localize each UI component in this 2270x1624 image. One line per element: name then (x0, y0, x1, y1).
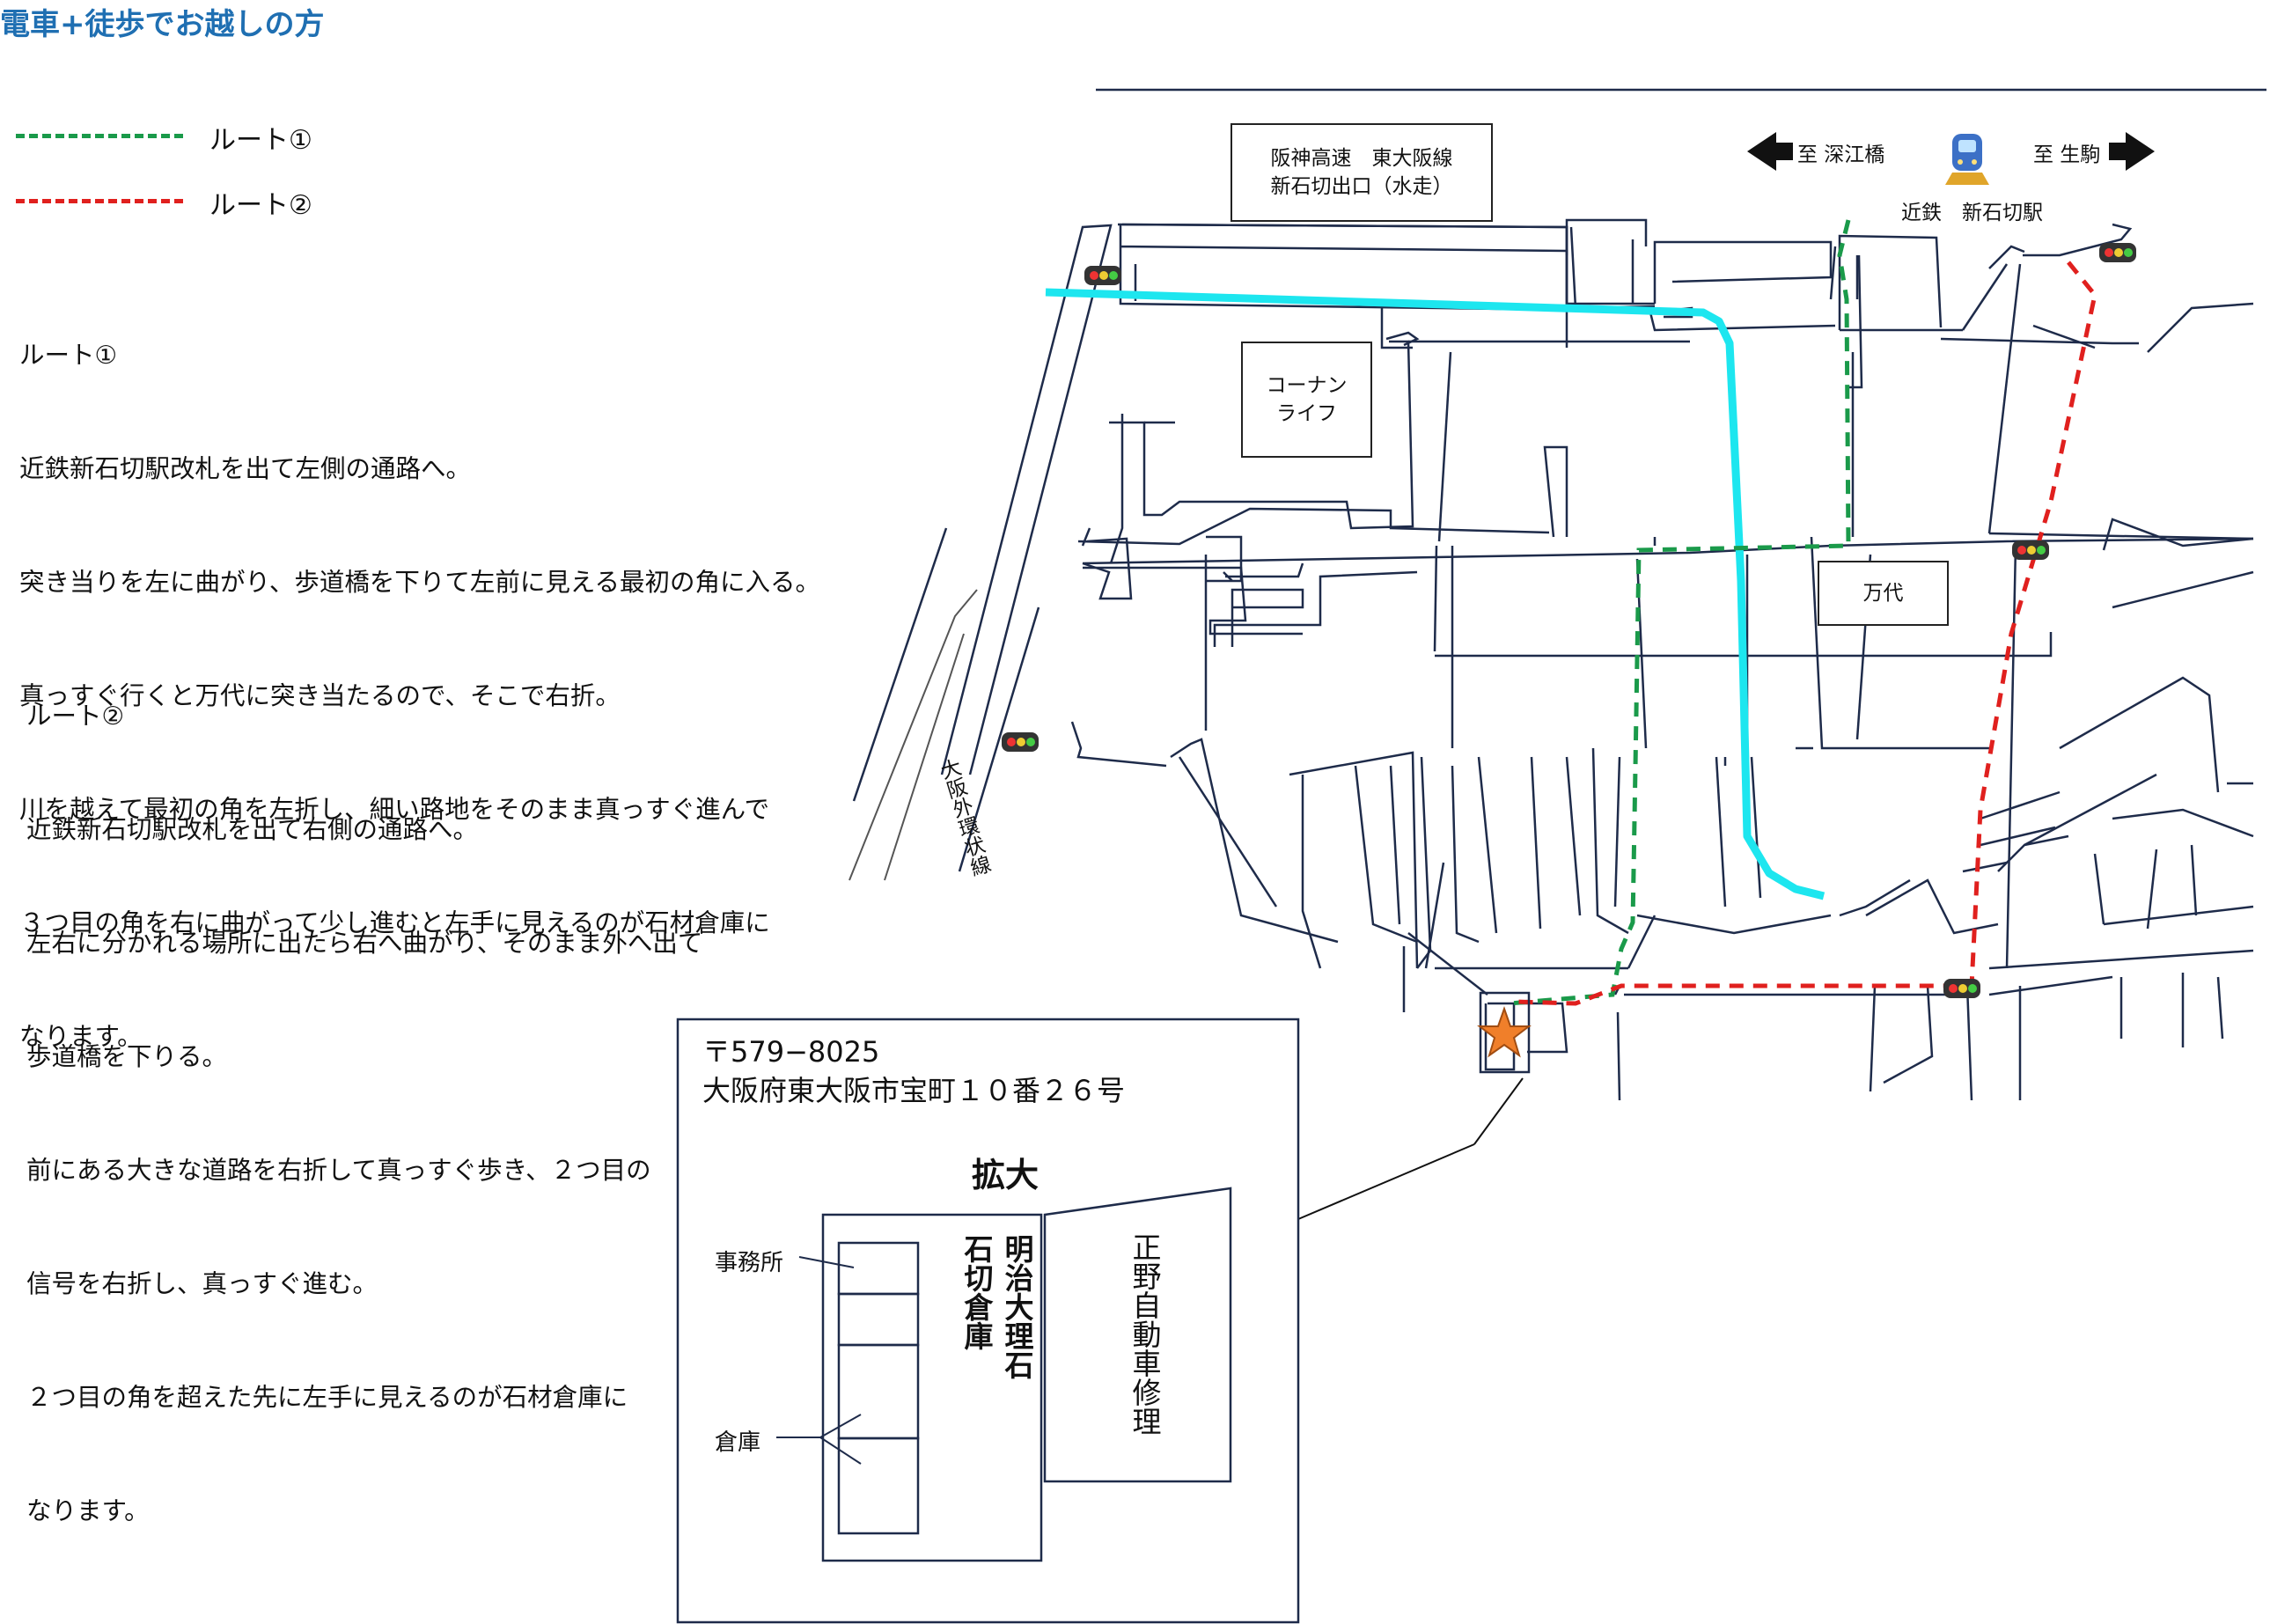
office-leader-line (798, 1256, 855, 1268)
callout-line (1297, 1143, 1475, 1220)
route1-heading: ルート① (19, 341, 118, 370)
route2-path (1513, 261, 2097, 1006)
route1-line: 川を越えて最初の角を左折し、細い路地をそのまま真っすぐ進んで (19, 795, 770, 824)
route1-line: なります。 (19, 1022, 143, 1051)
highway-exit-label: 阪神高速 東大阪線 新石切出口（水走） (1231, 123, 1493, 222)
warehouse-leader-line (819, 1437, 862, 1465)
konan-life-label: コーナン ライフ (1241, 342, 1372, 458)
warehouse-label: 倉庫 (715, 1429, 761, 1456)
destination-lot (1479, 991, 1531, 1074)
callout-line (1473, 1077, 1524, 1145)
route2-line: 前にある大きな道路を右折して真っすぐ歩き、２つ目の (26, 1156, 651, 1185)
traffic-light-icon (2012, 540, 2049, 560)
route1-line: 近鉄新石切駅改札を出て左側の通路へ。 (19, 454, 472, 483)
office-label: 事務所 (715, 1250, 784, 1276)
traffic-light-icon (1084, 266, 1121, 285)
station-label: 近鉄 新石切駅 (1901, 202, 2043, 224)
route2-line: ２つ目の角を超えた先に左手に見えるのが石材倉庫に (26, 1383, 628, 1412)
route1-directions: ルート① 近鉄新石切駅改札を出て左側の通路へ。 突き当りを左に曲がり、歩道橋を下… (19, 261, 820, 1093)
train-icon (1945, 134, 1989, 185)
neighbor-name: 正野自動車修理 (1128, 1232, 1162, 1436)
star-icon (1477, 1005, 1532, 1058)
traffic-light-icon (1943, 979, 1980, 998)
river-lines (848, 589, 978, 881)
company-name: 明治大理石 石切倉庫 (959, 1234, 1034, 1379)
route2-line: なります。 (26, 1496, 150, 1525)
to-fukaebashi-label: 至 深江橋 (1797, 143, 1885, 166)
traffic-light-icon (2099, 243, 2136, 262)
route1-line: 突き当りを左に曲がり、歩道橋を下りて左前に見える最初の角に入る。 (19, 568, 821, 597)
highlight-route (1045, 288, 1826, 900)
inset-neighbor-building (1043, 1187, 1232, 1483)
route2-line: 左右に分かれる場所に出たら右へ曲がり、そのまま外へ出て (26, 929, 703, 958)
route2-line: 歩道橋を下りる。 (26, 1042, 228, 1071)
route2-heading: ルート② (26, 702, 125, 731)
inset-lot (821, 1213, 1043, 1562)
zoom-title: 拡大 (972, 1156, 1039, 1194)
mandai-label: 万代 (1818, 561, 1949, 626)
address: 大阪府東大阪市宝町１０番２６号 (702, 1074, 1126, 1107)
route1-line: ３つ目の角を右に曲がって少し進むと左手に見えるのが石材倉庫に (19, 908, 770, 937)
legend-label-route2: ルート② (209, 190, 312, 221)
route2-directions: ルート② 近鉄新石切駅改札を出て右側の通路へ。 左右に分かれる場所に出たら右へ曲… (26, 621, 702, 1568)
warehouse-leader-line (819, 1414, 862, 1438)
route2-line: 信号を右折し、真っすぐ進む。 (26, 1269, 378, 1298)
right-arrow-icon (2109, 132, 2155, 171)
postal-code: 〒579−8025 (702, 1035, 880, 1069)
route2-line: 近鉄新石切駅改札を出て右側の通路へ。 (26, 815, 479, 844)
legend-line-route2 (16, 199, 183, 203)
route1-path (1509, 219, 1851, 1006)
traffic-light-icon (1002, 732, 1039, 752)
left-arrow-icon (1747, 132, 1793, 171)
legend-line-route1 (16, 134, 183, 138)
street-network (852, 88, 2266, 1101)
inset-building-rooms (837, 1241, 920, 1535)
legend-label-route1: ルート① (209, 125, 312, 156)
inset-frame (676, 1018, 1300, 1624)
to-ikoma-label: 至 生駒 (2033, 143, 2101, 166)
page-title: 電車+徒歩でお越しの方 (0, 7, 325, 42)
route1-line: 真っすぐ行くと万代に突き当たるので、そこで右折。 (19, 681, 621, 710)
